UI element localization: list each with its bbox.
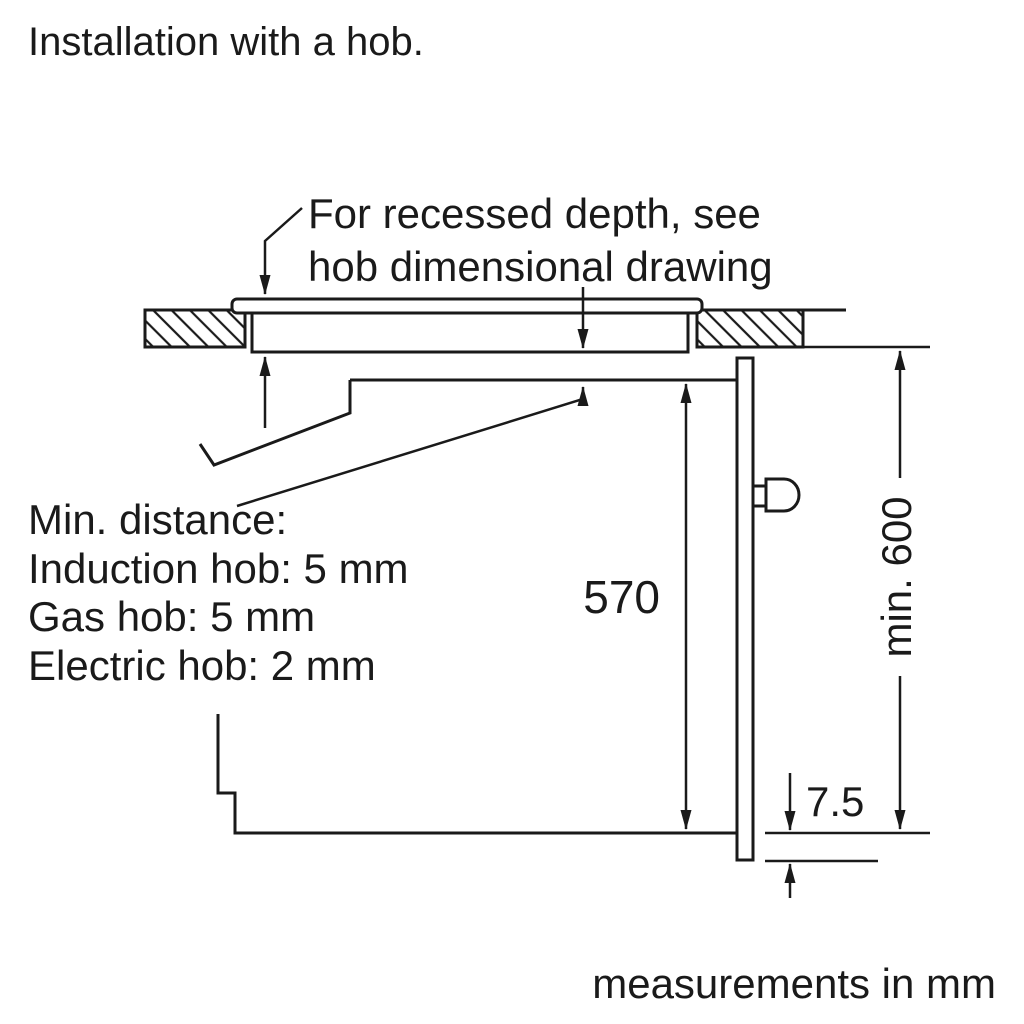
min-distance-heading: Min. distance: — [28, 496, 288, 543]
min-distance-induction: Induction hob: 5 mm — [28, 544, 409, 592]
door-handle-knob — [764, 477, 801, 513]
dimension-min-600-label: min. 600 — [873, 496, 920, 658]
recessed-depth-note-line1: For recessed depth, see — [308, 190, 761, 237]
recessed-depth-leader-arrow-icon — [259, 207, 303, 295]
oven-door-front — [735, 356, 755, 862]
measurements-unit-note: measurements in mm — [592, 960, 996, 1007]
dimension-7-5-label: 7.5 — [806, 778, 865, 825]
min-distance-gas: Gas hob: 5 mm — [28, 593, 316, 641]
oven-outline — [198, 356, 801, 862]
page-title: Installation with a hob. — [28, 20, 424, 64]
min-distance-leader-arrow-icon — [236, 386, 589, 508]
worktop-right — [695, 308, 805, 349]
dimension-570-label: 570 — [583, 571, 660, 623]
cabinet-bottom-line — [216, 714, 737, 835]
hob-tub — [250, 311, 690, 354]
cabinet-front-break-line — [198, 380, 352, 467]
dimension-lines — [680, 350, 930, 898]
recessed-depth-note: For recessed depth, see hob dimensional … — [308, 188, 773, 293]
door-handle-stub — [751, 484, 768, 508]
min-distance-note: Min. distance: Induction hob: 5 mm Gas h… — [28, 496, 409, 691]
min-distance-electric: Electric hob: 2 mm — [28, 642, 376, 690]
worktop — [143, 308, 930, 349]
annotation-leaders — [236, 207, 589, 508]
hob — [230, 297, 704, 354]
worktop-left — [143, 308, 247, 349]
hob-flange — [230, 297, 704, 315]
recessed-depth-note-line2: hob dimensional drawing — [308, 242, 773, 290]
